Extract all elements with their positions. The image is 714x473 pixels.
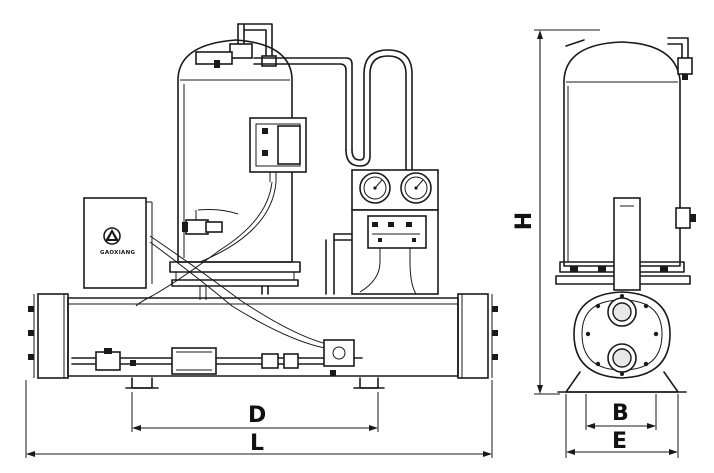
- side-compressor: [555, 37, 696, 285]
- logo-mark: [103, 227, 121, 245]
- dimension-b: B: [585, 394, 657, 430]
- pressure-switch: [359, 215, 427, 295]
- compressor: [169, 39, 301, 287]
- dimension-d-label: D: [248, 403, 266, 428]
- condenser-shell: [28, 293, 498, 379]
- dimension-e: E: [565, 394, 679, 458]
- suction-valve: [195, 23, 353, 151]
- side-saddle: [557, 371, 687, 393]
- side-bracket: [613, 197, 641, 291]
- lower-port: [607, 343, 637, 373]
- gauge-panel: [325, 169, 439, 295]
- front-view: GAOXIANG: [25, 23, 498, 458]
- upper-port: [607, 297, 637, 327]
- dimension-e-label: E: [612, 429, 627, 454]
- dimension-d: D: [131, 392, 379, 432]
- dimension-b-label: B: [612, 401, 629, 426]
- dimension-h-label: H: [512, 212, 537, 230]
- dimension-l: L: [25, 380, 493, 458]
- wiring: [135, 181, 341, 351]
- liquid-line: [71, 339, 363, 376]
- oil-valve: [182, 210, 223, 235]
- dimension-l-label: L: [250, 431, 264, 456]
- support-feet: [125, 377, 385, 389]
- high-pressure-gauge: [400, 172, 432, 204]
- logo-text: GAOXIANG: [100, 250, 135, 256]
- terminal-box: [249, 117, 307, 182]
- loop-pipe: [345, 49, 413, 177]
- dimension-h: H: [512, 29, 600, 395]
- side-view: H B E: [512, 29, 696, 458]
- low-pressure-gauge: [359, 172, 391, 204]
- control-box: GAOXIANG: [83, 197, 153, 289]
- side-flange: [573, 291, 671, 379]
